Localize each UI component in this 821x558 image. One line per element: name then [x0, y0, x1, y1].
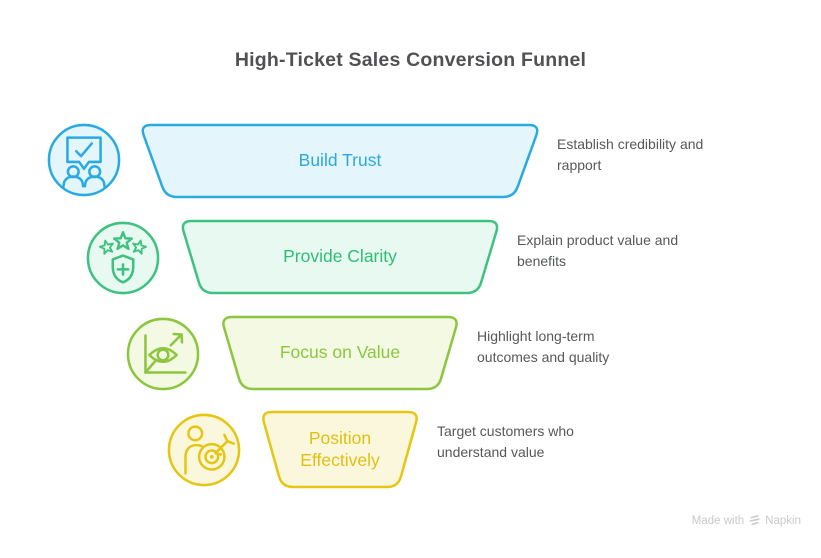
funnel-stage-description: Target customers who understand value	[437, 423, 574, 460]
napkin-logo-icon	[749, 515, 760, 526]
watermark-brand: Napkin	[765, 514, 801, 527]
eye-growth-chart-icon	[126, 317, 200, 391]
watermark-prefix: Made with	[691, 514, 745, 527]
chat-check-people-icon	[47, 123, 121, 197]
page-title: High-Ticket Sales Conversion Funnel	[234, 49, 587, 71]
funnel-stage-description: Establish credibility and rapport	[557, 136, 704, 173]
funnel-stage-label-build-trust: Build Trust	[298, 150, 382, 171]
person-target-icon	[167, 413, 241, 487]
funnel-stage-shape	[222, 315, 458, 391]
funnel-stage-label-provide-clarity: Provide Clarity	[283, 246, 397, 267]
funnel-stage-shape	[262, 410, 418, 489]
stars-shield-icon	[86, 221, 160, 295]
funnel-stage-label-focus-on-value: Focus on Value	[279, 342, 401, 363]
funnel-stage-shape	[181, 219, 499, 295]
funnel-stage-shape	[141, 123, 539, 199]
funnel-stage-label-position-effectively: Position Effectively	[300, 427, 380, 470]
funnel-stage-description: Highlight long-term outcomes and quality	[477, 328, 610, 365]
funnel-stage-description: Explain product value and benefits	[517, 232, 679, 269]
napkin-watermark[interactable]: Made with Napkin	[692, 514, 801, 527]
